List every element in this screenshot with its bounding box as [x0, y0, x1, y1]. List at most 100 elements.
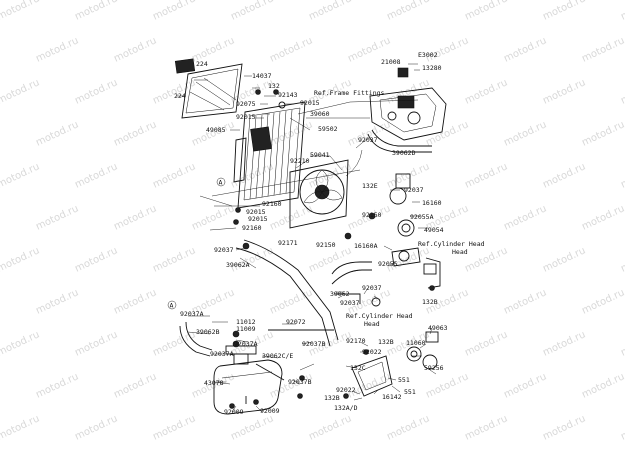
watermark-text: motod.ru — [151, 161, 197, 190]
part-number: 13280 — [422, 64, 442, 72]
watermark-text: motod.ru — [34, 287, 80, 316]
part-number: 59041 — [310, 151, 330, 159]
ref-cylinder-head-2-suffix: Head — [364, 320, 380, 328]
watermark-text: motod.ru — [580, 35, 625, 64]
watermark-text: motod.ru — [34, 371, 80, 400]
watermark-text: motod.ru — [619, 0, 625, 23]
part-number: 39062 — [330, 290, 350, 298]
part-number: 39060 — [310, 110, 330, 118]
watermark-text: motod.ru — [346, 119, 392, 148]
part-number: 92009 — [260, 407, 280, 415]
callout-letter: A — [170, 302, 174, 310]
callout-a-bottom: A — [167, 300, 177, 310]
watermark-text: motod.ru — [619, 161, 625, 190]
watermark-text: motod.ru — [502, 203, 548, 232]
callout-a-top: A — [216, 177, 226, 187]
reservoir-tank-drawing — [213, 345, 285, 415]
watermark-text: motod.ru — [463, 329, 509, 358]
watermark-text: motod.ru — [307, 413, 353, 442]
part-number: 92150 — [362, 211, 382, 219]
callout-letter: A — [219, 179, 223, 187]
watermark-text: motod.ru — [268, 371, 314, 400]
watermark-text: motod.ru — [580, 371, 625, 400]
part-number: 92015 — [246, 208, 266, 216]
watermark-text: motod.ru — [151, 0, 197, 23]
watermark-text: motod.ru — [541, 413, 587, 442]
watermark-text: motod.ru — [619, 413, 625, 442]
part-number: 132B — [422, 298, 438, 306]
part-number: 132C — [350, 364, 366, 372]
watermark-text: motod.ru — [541, 245, 587, 274]
watermark-text: motod.ru — [463, 245, 509, 274]
watermark-text: motod.ru — [112, 35, 158, 64]
part-number: 132B — [324, 394, 340, 402]
part-number: 224 — [174, 92, 186, 100]
part-number: 92037 — [340, 299, 360, 307]
ref-frame-fittings: Ref.Frame Fittings — [314, 89, 385, 97]
part-number: 132B — [378, 338, 394, 346]
watermark-text: motod.ru — [463, 77, 509, 106]
watermark-text: motod.ru — [385, 413, 431, 442]
watermark-text: motod.ru — [307, 245, 353, 274]
part-number: 11060 — [406, 339, 426, 347]
watermark-text: motod.ru — [0, 245, 41, 274]
part-number: 49063 — [428, 324, 448, 332]
part-number: 132A/D — [334, 404, 358, 412]
watermark-text: motod.ru — [34, 35, 80, 64]
watermark-text: motod.ru — [619, 329, 625, 358]
part-number: 92170 — [346, 337, 366, 345]
part-number: 92160 — [262, 200, 282, 208]
watermark-layer: motod.ru motod.ru motod.ru motod.ru motod.ru… — [0, 0, 625, 443]
watermark-text: motod.ru — [73, 329, 119, 358]
watermark-text: motod.ru — [268, 287, 314, 316]
watermark-text: motod.ru — [0, 329, 41, 358]
part-number: 16142 — [382, 393, 402, 401]
diagram-code: E3002 — [418, 51, 438, 59]
watermark-text: motod.ru — [151, 413, 197, 442]
radiator-screen-drawing — [174, 58, 243, 119]
part-number: 43078 — [204, 379, 224, 387]
watermark-text: motod.ru — [463, 0, 509, 23]
part-number: 39062B — [196, 328, 220, 336]
watermark-text: motod.ru — [34, 203, 80, 232]
watermark-text: motod.ru — [541, 329, 587, 358]
part-number: 92009 — [224, 408, 244, 416]
part-number: 92037A — [180, 310, 204, 318]
watermark-text: motod.ru — [112, 287, 158, 316]
watermark-text: motod.ru — [0, 413, 41, 442]
part-number: 551 — [404, 388, 416, 396]
part-number: 14037 — [252, 72, 272, 80]
part-number: 11009 — [236, 325, 256, 333]
part-number: 92150 — [316, 241, 336, 249]
part-number: 132E — [362, 182, 378, 190]
part-number: 92037 — [214, 246, 234, 254]
watermark-text: motod.ru — [307, 0, 353, 23]
part-number: 92015 — [236, 113, 256, 121]
part-number: 92037A — [234, 340, 258, 348]
part-number: 39062D — [392, 149, 416, 157]
watermark-text: motod.ru — [73, 77, 119, 106]
part-number: 49085 — [206, 126, 226, 134]
part-number: 92037 — [362, 284, 382, 292]
watermark-text: motod.ru — [502, 119, 548, 148]
watermark-text: motod.ru — [151, 329, 197, 358]
part-number: 551 — [398, 376, 410, 384]
part-number: 92055A — [410, 213, 434, 221]
watermark-text: motod.ru — [580, 119, 625, 148]
watermark-text: motod.ru — [463, 413, 509, 442]
part-number: 59256 — [424, 364, 444, 372]
watermark-text: motod.ru — [73, 245, 119, 274]
part-number: 92210 — [290, 157, 310, 165]
watermark-text: motod.ru — [385, 0, 431, 23]
watermark-text: motod.ru — [307, 161, 353, 190]
coolant-hoses-drawing — [179, 129, 432, 357]
watermark-text: motod.ru — [73, 0, 119, 23]
watermark-text: motod.ru — [502, 287, 548, 316]
part-number: 92037 — [404, 186, 424, 194]
ref-cylinder-head-1-suffix: Head — [452, 248, 468, 256]
watermark-text: motod.ru — [619, 245, 625, 274]
part-number: 92143 — [278, 91, 298, 99]
watermark-text: motod.ru — [502, 35, 548, 64]
watermark-text: motod.ru — [463, 161, 509, 190]
watermark-text: motod.ru — [268, 35, 314, 64]
